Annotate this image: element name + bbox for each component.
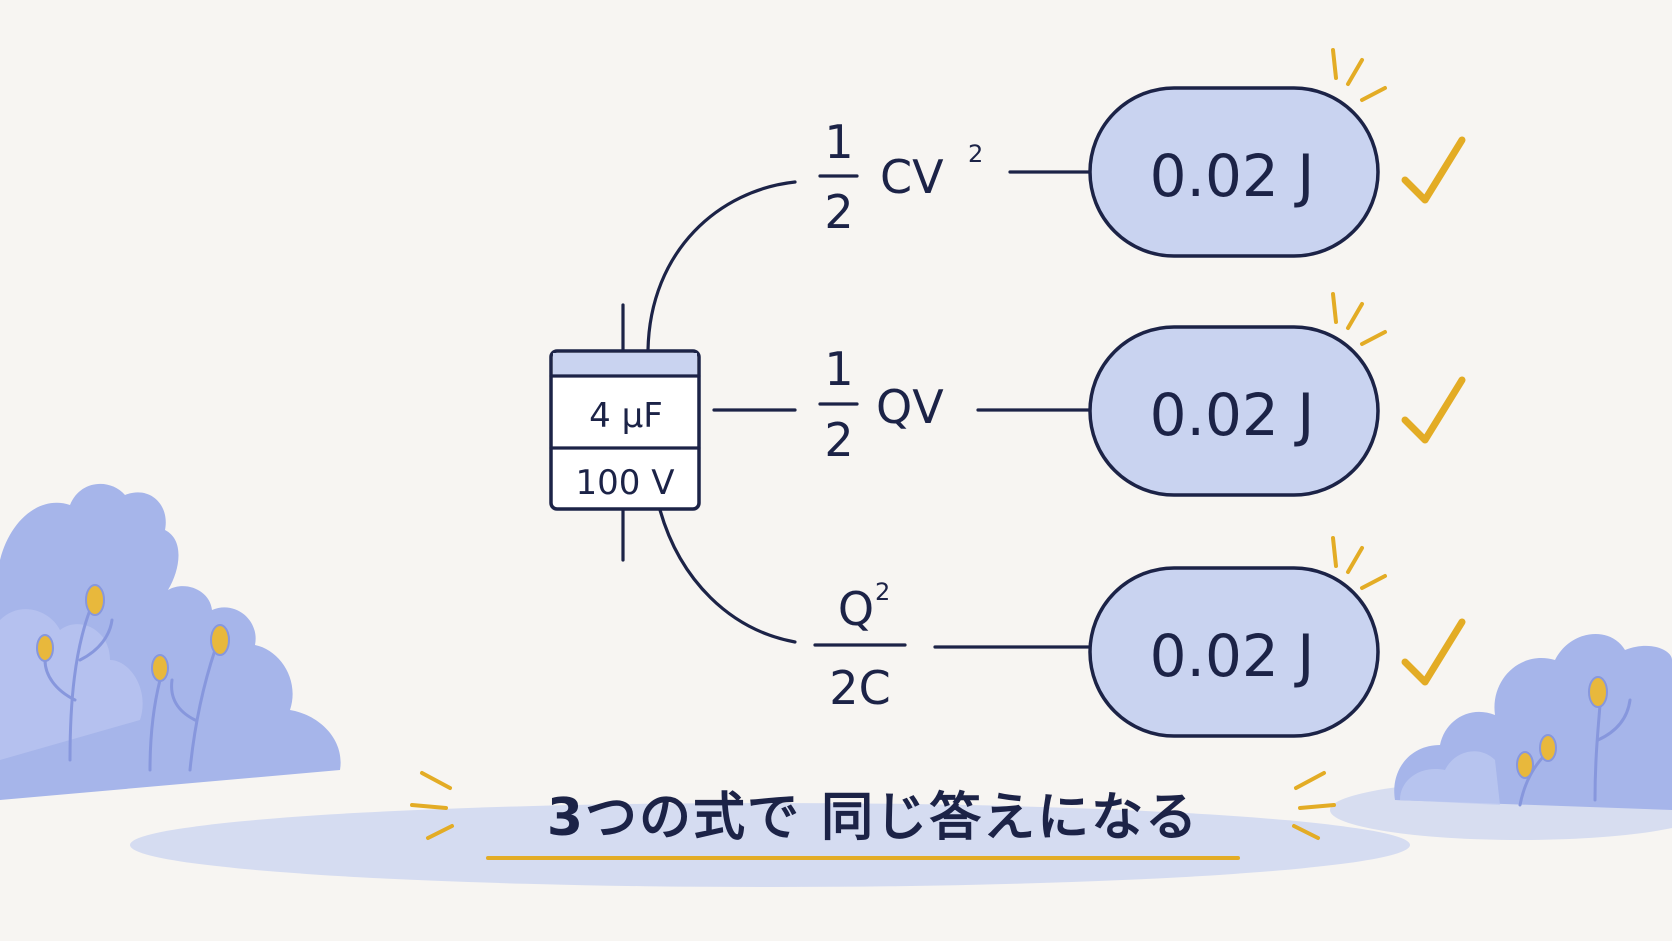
sparkle-icon — [1331, 48, 1387, 102]
formula-3-denominator: 2C — [829, 661, 890, 715]
bud-7 — [1539, 734, 1557, 762]
capacitor-icon: 4 μF 100 V — [549, 303, 701, 562]
sparkle-icon — [1331, 292, 1387, 346]
caption-text: 3つの式で 同じ答えになる — [547, 788, 1199, 848]
formula-1: 1 2 CV 2 — [818, 115, 983, 239]
result-2-value: 0.02 J — [1150, 381, 1315, 449]
formula-1-exponent: 2 — [968, 140, 983, 168]
bud-2 — [36, 634, 54, 662]
formula-1-denominator: 2 — [824, 185, 853, 239]
formula-1-expression: CV — [880, 150, 944, 204]
result-1: 0.02 J — [1088, 86, 1380, 258]
result-2: 0.02 J — [1088, 325, 1380, 497]
formula-3: Q 2 2C — [813, 578, 907, 715]
capacitance-label: 4 μF — [589, 396, 663, 436]
formula-3-numerator: Q — [838, 582, 874, 636]
check-icon — [1401, 376, 1466, 444]
check-icon — [1401, 618, 1466, 686]
bud-1 — [85, 584, 105, 616]
capacitor-top-band — [553, 353, 697, 375]
formula-2-expression: QV — [876, 380, 944, 434]
caption-accent-right — [1292, 771, 1336, 840]
ground-shadow-left — [130, 803, 1410, 887]
bush-left — [0, 483, 341, 800]
sparkle-icon — [1331, 536, 1387, 590]
formula-2-numerator: 1 — [824, 342, 853, 396]
branch-bottom — [658, 508, 797, 644]
caption-accent-left — [410, 771, 454, 840]
formula-2: 1 2 QV — [818, 342, 944, 467]
result-1-value: 0.02 J — [1150, 142, 1315, 210]
bud-6 — [1516, 751, 1534, 779]
bud-5 — [1588, 676, 1608, 708]
check-icon — [1401, 136, 1466, 204]
result-3: 0.02 J — [1088, 566, 1380, 738]
result-3-value: 0.02 J — [1150, 622, 1315, 690]
bush-right — [1394, 633, 1672, 810]
formula-2-denominator: 2 — [824, 413, 853, 467]
branch-top — [646, 180, 797, 352]
formula-3-numerator-exponent: 2 — [875, 578, 890, 606]
voltage-label: 100 V — [576, 463, 675, 503]
capacitor-body — [549, 349, 701, 511]
bud-3 — [210, 624, 230, 656]
bud-4 — [151, 654, 169, 682]
formula-1-numerator: 1 — [824, 115, 853, 169]
